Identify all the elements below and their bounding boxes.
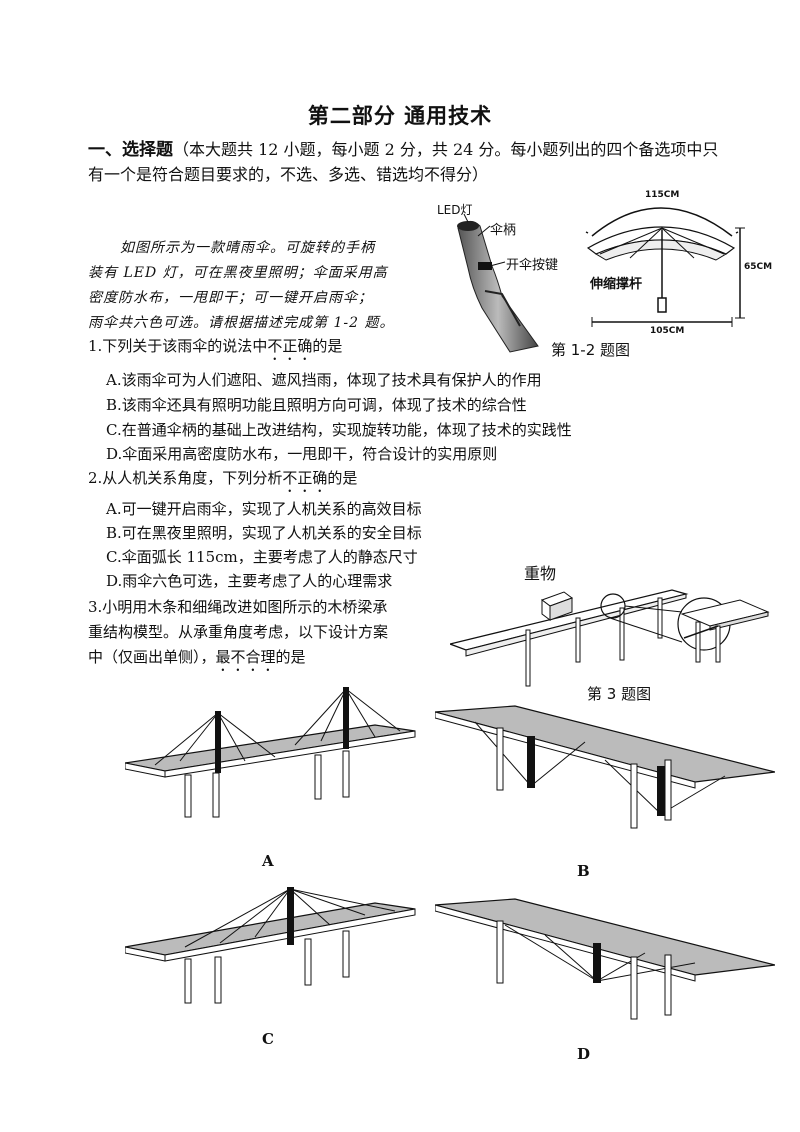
q1-option-b: B.该雨伞还具有照明功能且照明方向可调，体现了技术的综合性 bbox=[106, 396, 527, 414]
option-d-figure bbox=[435, 898, 775, 1020]
weight-label: 重物 bbox=[524, 564, 557, 583]
q2-stem-emphasis: 不正确 bbox=[282, 469, 328, 487]
option-c-figure bbox=[125, 887, 416, 1004]
q2-stem-start: 2.从人机关系角度，下列分析 bbox=[88, 469, 283, 487]
section-desc-line1: （本大题共 12 小题，每小题 2 分，共 24 分。每小题列出的四个备选项中只 bbox=[173, 140, 719, 159]
q2-option-b: B.可在黑夜里照明，实现了人机关系的安全目标 bbox=[106, 524, 422, 542]
handle-label: 伞柄 bbox=[490, 223, 517, 238]
q2-stem-end: 的是 bbox=[327, 469, 358, 487]
option-a-label: A bbox=[262, 852, 274, 870]
figure3-bridge bbox=[450, 589, 770, 687]
q1-stem-start: 1.下列关于该雨伞的说法中 bbox=[88, 337, 268, 355]
arc-length-label: 115CM bbox=[645, 190, 680, 200]
q1-stem-emphasis: 不正确 bbox=[267, 337, 313, 355]
q3-line-1: 3.小明用木条和细绳改进如图所示的木桥梁承 bbox=[88, 598, 388, 616]
q1-option-a: A.该雨伞可为人们遮阳、遮风挡雨，体现了技术具有保护人的作用 bbox=[106, 371, 542, 389]
option-d-label: D bbox=[577, 1045, 591, 1063]
page-title: 第二部分 通用技术 bbox=[307, 104, 493, 128]
rod-label: 伸缩撑杆 bbox=[590, 277, 643, 292]
open-key-label: 开伞按键 bbox=[506, 258, 559, 273]
q1-stem-end: 的是 bbox=[312, 337, 343, 355]
q3-emphasis: 最不合理 bbox=[215, 648, 276, 666]
intro-line-2: 装有 LED 灯，可在黑夜里照明；伞面采用高 bbox=[88, 265, 388, 281]
led-label: LED灯 bbox=[437, 203, 473, 217]
open-umbrella-figure bbox=[585, 207, 745, 327]
intro-line-4: 雨伞共六色可选。请根据描述完成第 1-2 题。 bbox=[88, 315, 395, 331]
section-title: 一、选择题 bbox=[88, 140, 173, 160]
q3-line-3: 中（仅画出单侧），最不合理的是 bbox=[88, 645, 306, 675]
option-b-figure bbox=[435, 705, 775, 829]
option-c-label: C bbox=[262, 1030, 274, 1048]
figure12-caption: 第 1-2 题图 bbox=[551, 341, 631, 359]
intro-line-1: 如图所示为一款晴雨伞。可旋转的手柄 bbox=[120, 240, 375, 256]
figure3-caption: 第 3 题图 bbox=[587, 685, 652, 703]
section-heading: 一、选择题（本大题共 12 小题，每小题 2 分，共 24 分。每小题列出的四个… bbox=[88, 137, 788, 163]
width-label: 105CM bbox=[650, 326, 685, 336]
q2-stem: 2.从人机关系角度，下列分析不正确的是 bbox=[88, 466, 357, 496]
q3-line-3-end: 的是 bbox=[275, 648, 306, 666]
q3-line-2: 重结构模型。从承重角度考虑，以下设计方案 bbox=[88, 623, 389, 641]
q1-option-d: D.伞面采用高密度防水布，一甩即干，符合设计的实用原则 bbox=[106, 445, 498, 463]
umbrella-handle-figure bbox=[457, 213, 539, 353]
option-a-figure bbox=[125, 687, 416, 818]
height-label: 65CM bbox=[744, 262, 773, 272]
q1-option-c: C.在普通伞柄的基础上改进结构，实现旋转功能，体现了技术的实践性 bbox=[106, 421, 572, 439]
q2-option-d: D.雨伞六色可选，主要考虑了人的心理需求 bbox=[106, 572, 393, 590]
option-b-label: B bbox=[577, 862, 590, 880]
section-desc-line2: 有一个是符合题目要求的，不选、多选、错选均不得分） bbox=[88, 165, 489, 184]
q2-option-a: A.可一键开启雨伞，实现了人机关系的高效目标 bbox=[106, 500, 422, 518]
q2-option-c: C.伞面弧长 115cm，主要考虑了人的静态尺寸 bbox=[106, 548, 418, 566]
intro-line-3: 密度防水布，一甩即干；可一键开启雨伞； bbox=[88, 290, 373, 306]
q3-line-3-start: 中（仅画出单侧）， bbox=[88, 648, 216, 666]
q1-stem: 1.下列关于该雨伞的说法中不正确的是 bbox=[88, 334, 342, 364]
